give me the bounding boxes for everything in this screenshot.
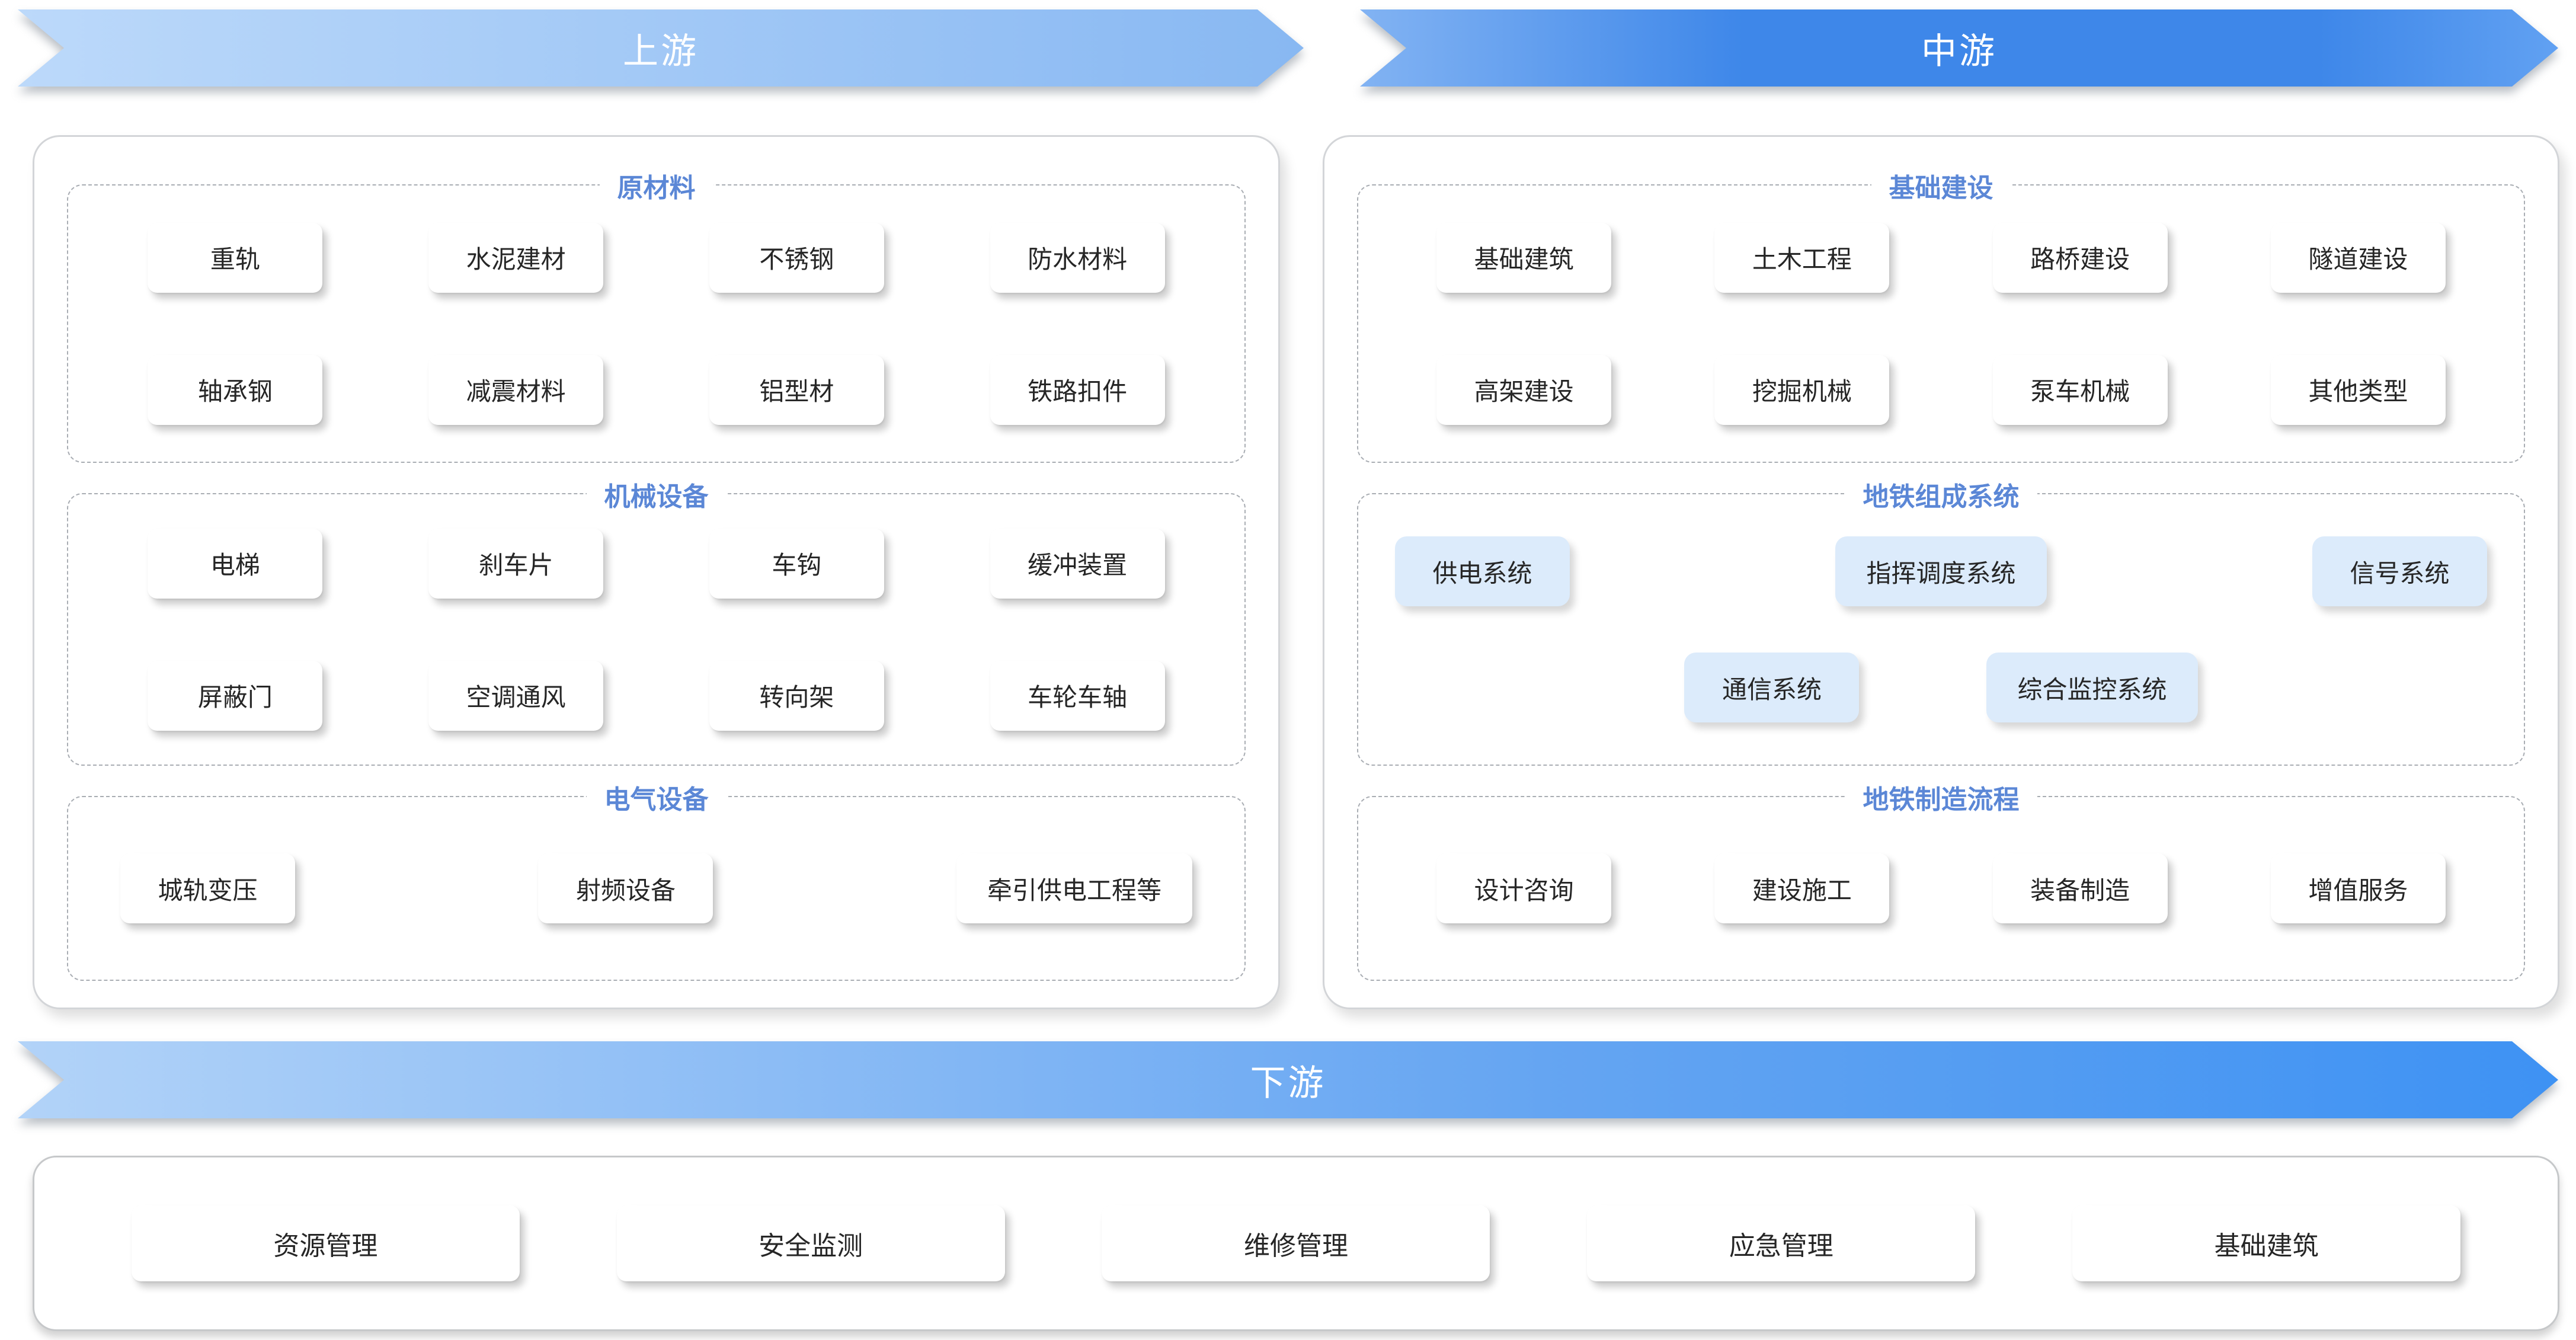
midstream-banner: 中游 [1360, 9, 2558, 87]
chain-item-button: 铁路扣件 [990, 354, 1165, 425]
chain-item-button: 空调通风 [428, 660, 604, 731]
infrastructure-title: 基础建设 [1871, 167, 2011, 204]
upstream-banner: 上游 [18, 9, 1304, 87]
top-banner-row: 上游 中游 [18, 9, 2558, 87]
downstream-banner-label: 下游 [1250, 1063, 1326, 1103]
chain-item-button: 综合监控系统 [1986, 653, 2198, 722]
chain-item-button: 电梯 [148, 528, 323, 599]
chain-item-button: 维修管理 [1102, 1205, 1490, 1281]
mechanical-equipment-title: 机械设备 [586, 475, 727, 513]
midstream-banner-label: 中游 [1921, 31, 1997, 71]
metro-manufacturing-row: 设计咨询 建设施工 装备制造 增值服务 [1358, 797, 2524, 980]
chain-item-button: 基础建筑 [2072, 1205, 2461, 1281]
chain-item-button: 牵引供电工程等 [956, 853, 1192, 923]
chain-item-button: 铝型材 [709, 354, 884, 425]
infrastructure-section: 基础建设 基础建筑 土木工程 路桥建设 隧道建设 高架建设 挖掘机械 泵车机械 … [1357, 167, 2525, 463]
chain-item-button: 供电系统 [1395, 536, 1570, 606]
chain-item-button: 缓冲装置 [990, 528, 1165, 599]
chain-item-button: 资源管理 [131, 1205, 520, 1281]
chain-item-button: 转向架 [709, 660, 884, 731]
chain-item-button: 不锈钢 [709, 222, 884, 293]
midstream-ribbon-shape: 中游 [1360, 9, 2558, 87]
chain-item-button: 车轮车轴 [990, 660, 1165, 731]
chain-item-button: 建设施工 [1714, 853, 1890, 923]
metro-manufacturing-title: 地铁制造流程 [1845, 778, 2037, 816]
chain-item-button: 路桥建设 [1992, 222, 2168, 293]
chain-item-button: 射频设备 [538, 853, 713, 923]
downstream-ribbon-shape: 下游 [18, 1041, 2558, 1118]
chain-item-button: 城轨变压 [120, 853, 295, 923]
chain-item-button: 设计咨询 [1436, 853, 1612, 923]
metro-systems-section: 地铁组成系统 供电系统 指挥调度系统 信号系统 通信系统 综合监控系统 [1357, 475, 2525, 766]
chain-item-button: 隧道建设 [2270, 222, 2446, 293]
chain-item-button: 轴承钢 [148, 354, 323, 425]
chain-item-button: 指挥调度系统 [1835, 536, 2047, 606]
infrastructure-grid: 基础建筑 土木工程 路桥建设 隧道建设 高架建设 挖掘机械 泵车机械 其他类型 [1358, 186, 2524, 462]
upstream-banner-label: 上游 [623, 31, 699, 71]
metro-systems-title: 地铁组成系统 [1845, 475, 2037, 513]
electrical-equipment-section: 电气设备 城轨变压 射频设备 牵引供电工程等 [67, 778, 1246, 981]
mechanical-equipment-section: 机械设备 电梯 刹车片 车钩 缓冲装置 屏蔽门 空调通风 转向架 车轮车轴 [67, 475, 1246, 766]
chain-item-button: 其他类型 [2270, 354, 2446, 425]
chain-item-button: 增值服务 [2270, 853, 2446, 923]
electrical-equipment-row: 城轨变压 射频设备 牵引供电工程等 [68, 797, 1244, 980]
chain-item-button: 装备制造 [1992, 853, 2168, 923]
chain-item-button: 基础建筑 [1436, 222, 1612, 293]
chain-item-button: 屏蔽门 [148, 660, 323, 731]
midstream-panel: 基础建设 基础建筑 土木工程 路桥建设 隧道建设 高架建设 挖掘机械 泵车机械 … [1323, 135, 2559, 1009]
downstream-banner: 下游 [18, 1041, 2558, 1118]
chain-item-button: 安全监测 [616, 1205, 1005, 1281]
metro-systems-rows: 供电系统 指挥调度系统 信号系统 通信系统 综合监控系统 [1358, 494, 2524, 765]
raw-materials-section: 原材料 重轨 水泥建材 不锈钢 防水材料 轴承钢 减震材料 铝型材 铁路扣件 [67, 167, 1246, 463]
chain-item-button: 减震材料 [428, 354, 604, 425]
electrical-equipment-title: 电气设备 [586, 778, 727, 816]
chain-item-button: 泵车机械 [1992, 354, 2168, 425]
raw-materials-grid: 重轨 水泥建材 不锈钢 防水材料 轴承钢 减震材料 铝型材 铁路扣件 [68, 186, 1244, 462]
metro-systems-row-2: 通信系统 综合监控系统 [1358, 653, 2524, 722]
chain-item-button: 车钩 [709, 528, 884, 599]
chain-item-button: 水泥建材 [428, 222, 604, 293]
mechanical-equipment-grid: 电梯 刹车片 车钩 缓冲装置 屏蔽门 空调通风 转向架 车轮车轴 [68, 494, 1244, 765]
chain-item-button: 刹车片 [428, 528, 604, 599]
metro-manufacturing-section: 地铁制造流程 设计咨询 建设施工 装备制造 增值服务 [1357, 778, 2525, 981]
upstream-panel: 原材料 重轨 水泥建材 不锈钢 防水材料 轴承钢 减震材料 铝型材 铁路扣件 机… [33, 135, 1280, 1009]
chain-item-button: 重轨 [148, 222, 323, 293]
chain-item-button: 通信系统 [1684, 653, 1860, 722]
chain-item-button: 土木工程 [1714, 222, 1890, 293]
chain-item-button: 信号系统 [2312, 536, 2487, 606]
chain-item-button: 高架建设 [1436, 354, 1612, 425]
main-panels-row: 原材料 重轨 水泥建材 不锈钢 防水材料 轴承钢 减震材料 铝型材 铁路扣件 机… [33, 135, 2559, 1009]
metro-systems-row-1: 供电系统 指挥调度系统 信号系统 [1358, 536, 2524, 606]
raw-materials-title: 原材料 [599, 167, 713, 204]
chain-item-button: 挖掘机械 [1714, 354, 1890, 425]
chain-item-button: 防水材料 [990, 222, 1165, 293]
chain-item-button: 应急管理 [1587, 1205, 1976, 1281]
upstream-ribbon-shape: 上游 [18, 9, 1304, 87]
downstream-panel: 资源管理 安全监测 维修管理 应急管理 基础建筑 [33, 1156, 2559, 1331]
